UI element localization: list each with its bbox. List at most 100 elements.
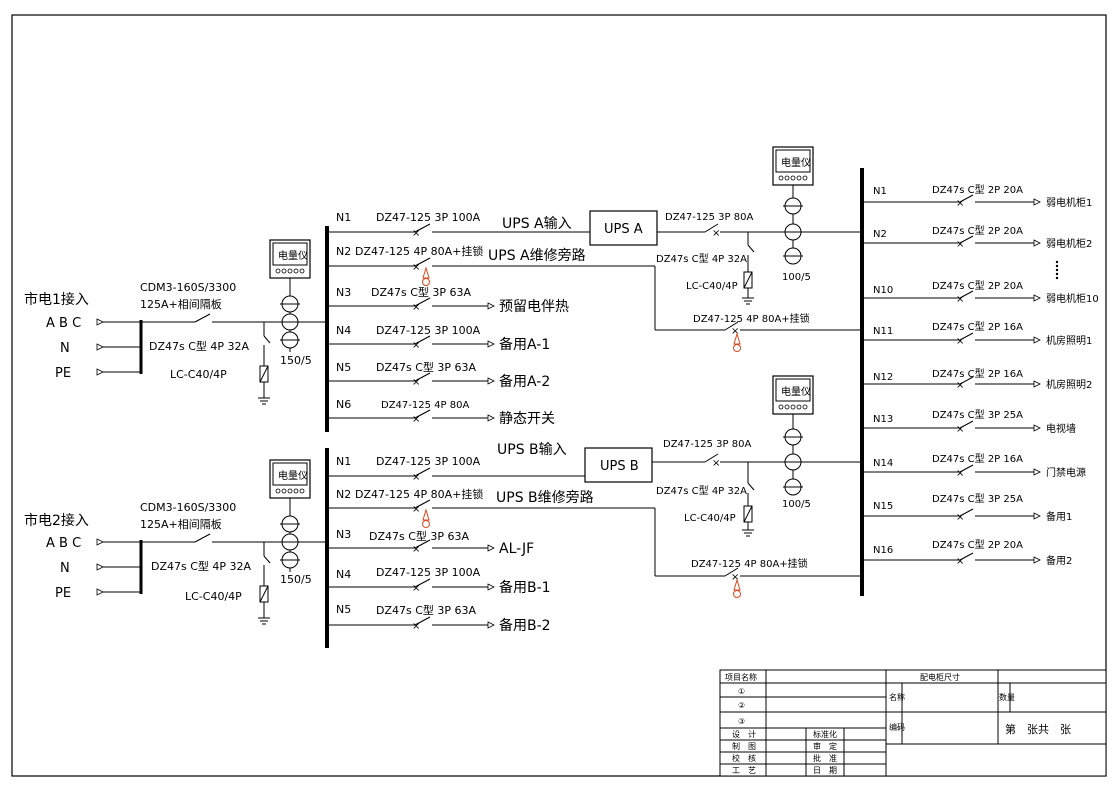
out-n10-breaker: DZ47s C型 2P 20A [932, 279, 1023, 292]
svg-text:×: × [956, 556, 964, 567]
panel-a-n5-breaker: DZ47s C型 3P 63A [376, 360, 477, 374]
svg-text:×: × [956, 424, 964, 435]
tb-craft: 工 艺 [732, 766, 756, 775]
tb-date: 日 期 [813, 766, 837, 775]
panel-a-n2-load: UPS A维修旁路 [488, 247, 586, 264]
tb-standard: 标准化 [813, 729, 837, 739]
feed2-n: N [60, 561, 70, 576]
panel-b-n4-id: N4 [336, 568, 351, 581]
svg-text:×: × [712, 458, 720, 469]
tb-c2: ② [738, 701, 745, 710]
out-n15-load: 备用1 [1046, 510, 1072, 523]
out-n13-id: N13 [873, 414, 893, 425]
continuation-dots [1055, 260, 1059, 280]
svg-text:×: × [412, 340, 420, 351]
main-switch-2-sub: 125A+相间隔板 [140, 517, 222, 531]
ups-a-spd: LC-C40/4P [686, 281, 738, 292]
main-switch-1-sub: 125A+相间隔板 [140, 297, 222, 311]
meter-ua-label: 电量仪 [781, 156, 811, 169]
meter-ub-label: 电量仪 [781, 385, 811, 398]
panel-a-n3-id: N3 [336, 286, 351, 299]
tb-check: 校 核 [732, 753, 756, 763]
svg-text:×: × [412, 414, 420, 425]
drawing-border [11, 14, 1107, 777]
feed2-phases: A B C [46, 536, 81, 551]
panel-b-n3-breaker: DZ47s C型 3P 63A [369, 529, 470, 543]
ups-b-section: UPS B × DZ47-125 3P 80A DZ47s C型 4P 32A … [584, 375, 862, 598]
ups-a-spd-breaker: DZ47s C型 4P 32A [656, 252, 747, 265]
tb-c3: ③ [738, 717, 745, 726]
incomer-2: 市电2接入 A B C N PE CDM3-160S/3300 125A+相间隔… [24, 459, 326, 625]
out-n16-id: N16 [873, 545, 893, 556]
panel-a-n2-breaker: DZ47-125 4P 80A+挂锁 [355, 244, 483, 258]
panel-b-n5-breaker: DZ47s C型 3P 63A [376, 603, 477, 617]
tb-sheet: 第 张共 张 [1005, 722, 1071, 736]
out-n10-id: N10 [873, 285, 893, 296]
ups-b-spd-breaker: DZ47s C型 4P 32A [656, 484, 747, 497]
panel-a-n4-load: 备用A-1 [499, 336, 550, 353]
out-n2-breaker: DZ47s C型 2P 20A [932, 224, 1023, 237]
panel-a-n6-id: N6 [336, 398, 351, 411]
tb-name: 名称 [889, 692, 905, 702]
svg-text:×: × [956, 336, 964, 347]
panel-a-n2-id: N2 [336, 245, 351, 258]
panel-b-n3-id: N3 [336, 528, 351, 541]
feed1-label: 市电1接入 [24, 291, 89, 308]
panel-a-n4-breaker: DZ47-125 3P 100A [376, 324, 481, 337]
tb-project: 项目名称 [725, 672, 757, 682]
feed1-phases: A B C [46, 316, 81, 331]
svg-text:×: × [956, 239, 964, 250]
panel-b-n4-load: 备用B-1 [499, 579, 551, 596]
ups-a-label: UPS A [604, 222, 643, 237]
out-n11-id: N11 [873, 326, 893, 337]
out-n2-load: 弱电机柜2 [1046, 237, 1092, 250]
svg-text:×: × [412, 504, 420, 515]
panel-b-n2-load: UPS B维修旁路 [496, 489, 594, 506]
out-n15-breaker: DZ47s C型 3P 25A [932, 492, 1023, 505]
out-n12-breaker: DZ47s C型 2P 16A [932, 367, 1023, 380]
panel-a-n1-id: N1 [336, 211, 351, 224]
meter-2-label: 电量仪 [278, 469, 308, 482]
svg-text:×: × [412, 621, 420, 632]
out-n14-load: 门禁电源 [1046, 466, 1086, 479]
svg-text:×: × [412, 228, 420, 239]
tb-approve: 批 准 [813, 753, 837, 763]
tb-code: 编码 [889, 722, 905, 732]
spd-breaker-1: DZ47s C型 4P 32A [149, 339, 250, 353]
svg-text:×: × [956, 198, 964, 209]
panel-a-n6-load: 静态开关 [499, 411, 555, 427]
title-block: 项目名称 配电柜尺寸 ① ② ③ 名称 数量 编码 第 张共 张 设 计 标准化… [719, 669, 1107, 777]
panel-b-n2-breaker: DZ47-125 4P 80A+挂锁 [355, 487, 483, 501]
out-n1-breaker: DZ47s C型 2P 20A [932, 183, 1023, 196]
feed2-pe: PE [55, 586, 71, 601]
panel-b-n3-load: AL-JF [499, 541, 534, 557]
out-n1-load: 弱电机柜1 [1046, 196, 1092, 209]
svg-text:×: × [731, 326, 739, 337]
ups-b-spd: LC-C40/4P [684, 513, 736, 524]
svg-text:×: × [956, 294, 964, 305]
svg-text:×: × [412, 262, 420, 273]
svg-text:×: × [412, 544, 420, 555]
panel-a-n4-id: N4 [336, 324, 351, 337]
out-n11-load: 机房照明1 [1046, 334, 1092, 347]
tb-review: 审 定 [813, 741, 837, 751]
panel-b-n5-load: 备用B-2 [499, 617, 551, 634]
panel-a-n3-load: 预留电伴热 [499, 299, 569, 315]
panel-b-n1-breaker: DZ47-125 3P 100A [376, 455, 481, 468]
main-switch-2: CDM3-160S/3300 [140, 501, 236, 514]
ups-b-out-breaker: DZ47-125 3P 80A [663, 439, 751, 450]
out-n14-id: N14 [873, 458, 893, 469]
svg-text:×: × [956, 380, 964, 391]
output-feeders: N1 DZ47s C型 2P 20A × 弱电机柜1 N2 DZ47s C型 2… [862, 183, 1099, 567]
ct-1: 150/5 [280, 354, 312, 367]
feed2-label: 市电2接入 [24, 512, 89, 529]
ups-b-label: UPS B [600, 459, 639, 474]
svg-text:×: × [412, 583, 420, 594]
panel-a-n5-id: N5 [336, 361, 351, 374]
out-n12-load: 机房照明2 [1046, 378, 1092, 391]
tb-design: 设 计 [732, 729, 756, 739]
panel-a-n1-load: UPS A输入 [502, 216, 572, 232]
tb-qty: 数量 [999, 692, 1015, 702]
ups-b-bypass: DZ47-125 4P 80A+挂锁 [691, 557, 808, 570]
